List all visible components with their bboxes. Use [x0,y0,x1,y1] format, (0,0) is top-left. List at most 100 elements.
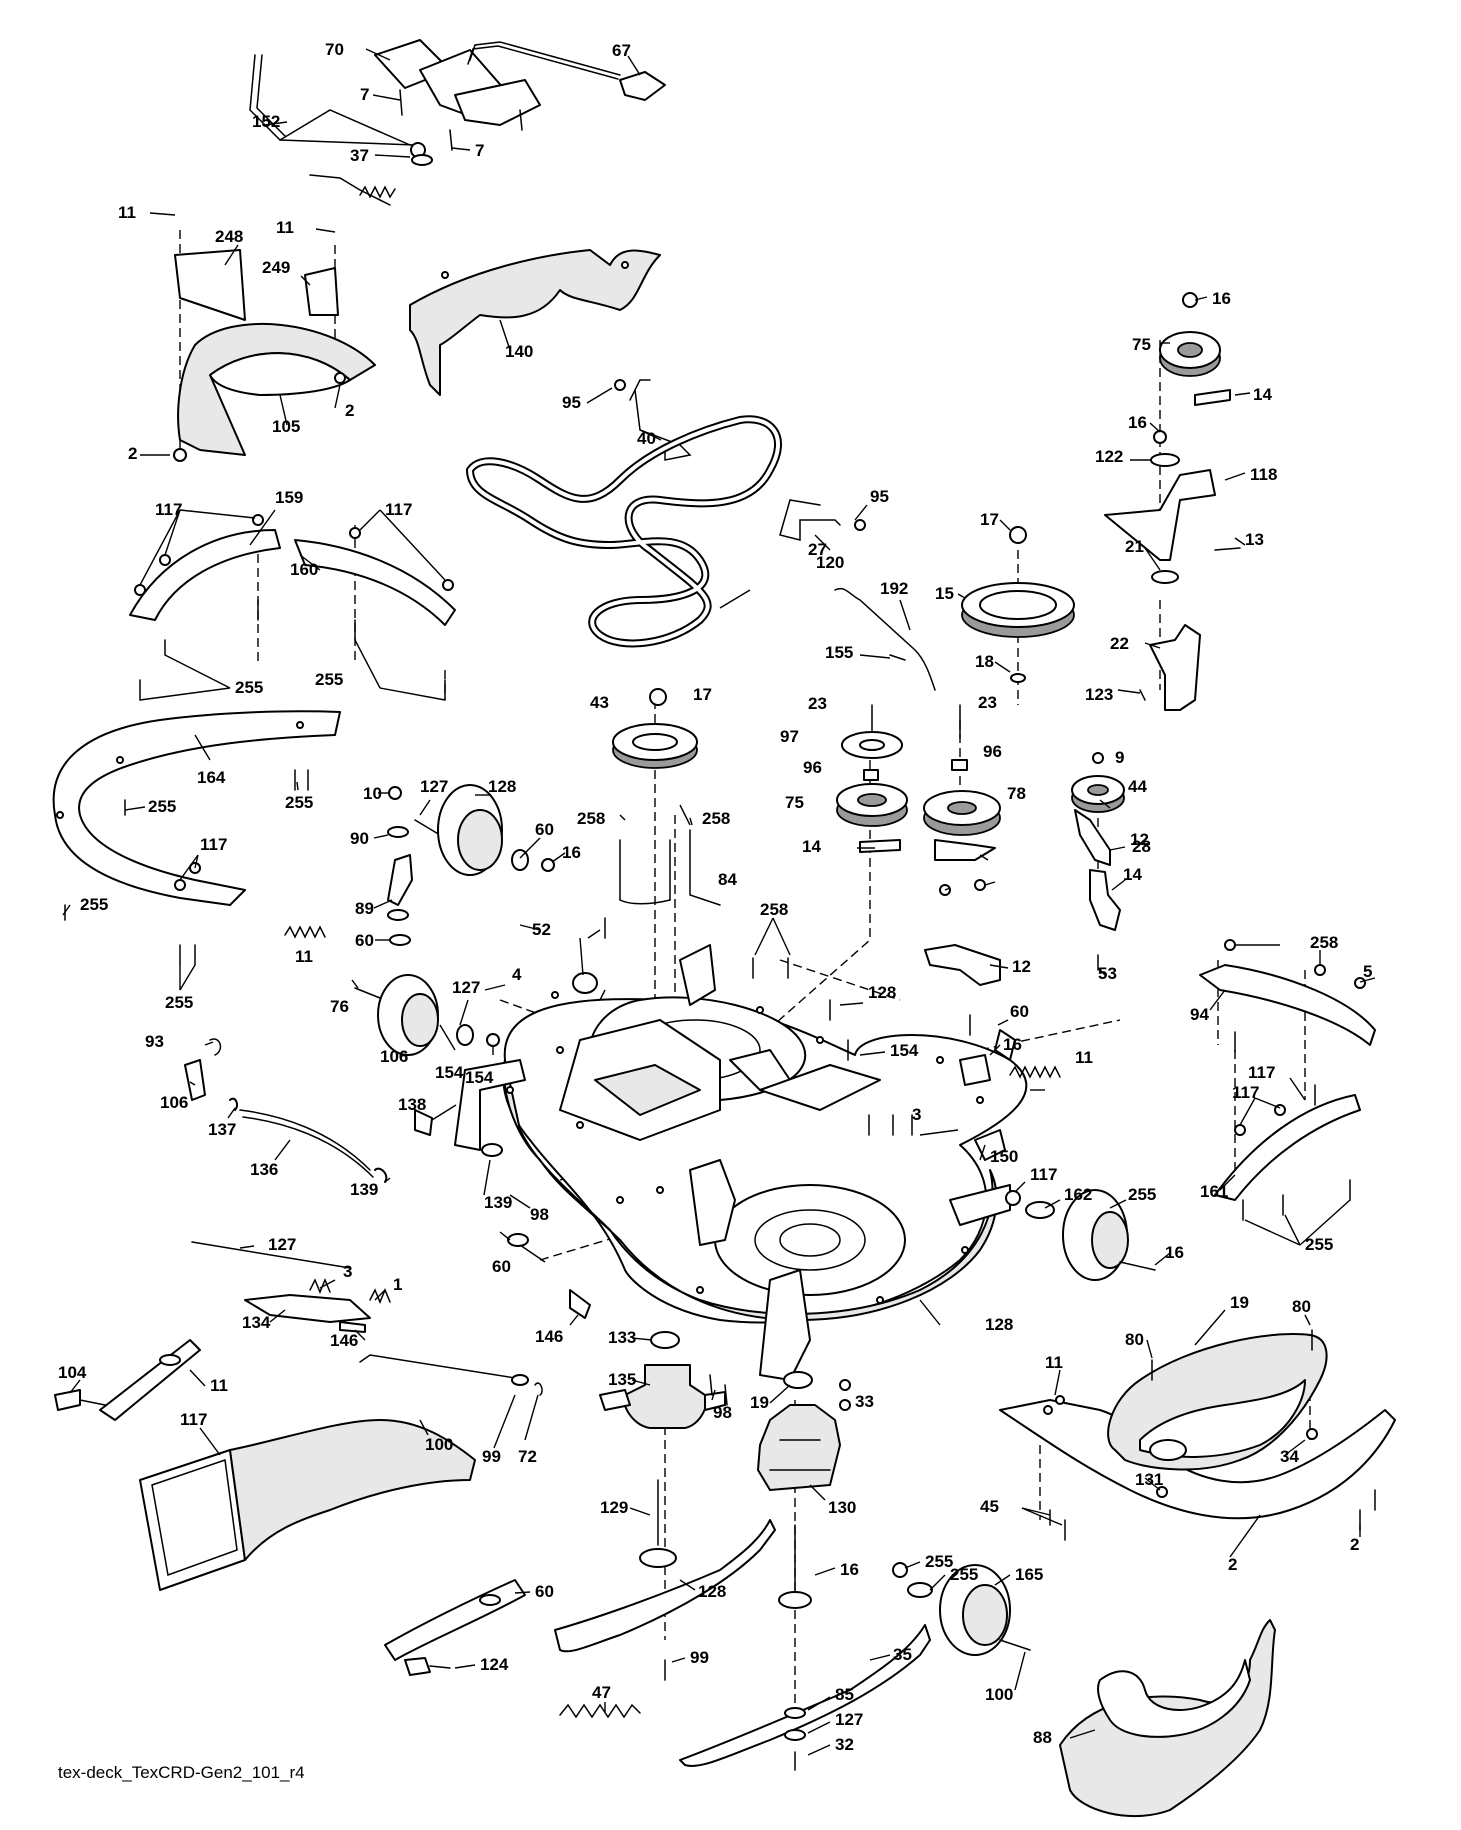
left-spindle-shield [173,249,376,462]
large-guard-164 [52,710,341,966]
callout: 72 [518,1447,537,1466]
callout: 129 [600,1498,628,1517]
callout: 128 [488,777,516,796]
callout: 258 [577,809,605,828]
callout: 85 [835,1685,854,1704]
adjust-lever-assembly [191,1241,391,1333]
callout: 17 [693,685,712,704]
callout: 7 [475,141,484,160]
callout: 70 [325,40,344,59]
callout: 11 [210,1376,228,1395]
brackets-40-120 [614,379,866,541]
callout: 80 [1292,1297,1311,1316]
callout: 94 [1190,1005,1209,1024]
callout: 16 [1128,413,1147,432]
callout: 258 [1310,933,1338,952]
callout: 23 [808,694,827,713]
callout: 60 [535,820,554,839]
callout: 95 [562,393,581,412]
callout: 11 [118,203,136,222]
gauge-wheel-bottom [892,1562,1031,1656]
callout: 76 [330,997,349,1016]
callout: 106 [380,1047,408,1066]
drawing-reference: tex-deck_TexCRD-Gen2_101_r4 [58,1763,305,1782]
callout: 27 [808,540,827,559]
belt-cover [409,249,661,396]
callout: 60 [535,1582,554,1601]
callout: 150 [990,1147,1018,1166]
callout: 3 [912,1105,921,1124]
callout-labels: 70 67 7 7 152 37 11 248 11 249 2 105 2 1… [58,40,1372,1754]
callout: 255 [235,678,263,697]
callout: 161 [1200,1182,1228,1201]
callout: 37 [350,146,369,165]
callout: 255 [925,1552,953,1571]
callout: 78 [1007,784,1026,803]
rods-99-100-right [384,1579,526,1676]
spindle-pulley-43 [612,688,698,769]
callout: 131 [1135,1470,1163,1489]
callout: 12 [1130,830,1149,849]
callout: 154 [435,1063,464,1082]
callout: 255 [80,895,108,914]
callout: 117 [200,835,227,854]
callout: 40 [637,429,656,448]
callout: 134 [242,1313,271,1332]
callout: 84 [718,870,737,889]
callout: 1 [393,1275,402,1294]
callout: 15 [935,584,954,603]
callout: 2 [345,401,354,420]
callout: 93 [145,1032,164,1051]
gauge-wheel-right-middle [1005,1189,1156,1281]
callout: 21 [1125,537,1144,556]
callout: 19 [750,1393,769,1412]
callout: 255 [1128,1185,1156,1204]
callout: 12 [1012,957,1031,976]
callout: 44 [1128,777,1147,796]
callout: 99 [482,1447,501,1466]
callout: 128 [698,1582,726,1601]
lift-linkage-assembly [249,39,666,206]
callout: 104 [58,1363,87,1382]
callout: 19 [1230,1293,1249,1312]
drive-pulley-15 [961,526,1075,683]
callout: 138 [398,1095,426,1114]
callout: 2 [1350,1535,1359,1554]
callout: 118 [1250,465,1277,484]
callout: 133 [608,1328,636,1347]
rod-192 [834,588,936,691]
callout: 34 [1280,1447,1299,1466]
callout: 11 [295,947,313,966]
callout: 13 [1245,530,1264,549]
callout: 28 [1132,837,1151,856]
callout: 98 [713,1403,732,1422]
callout: 127 [420,777,448,796]
callout: 16 [1003,1035,1022,1054]
callout: 255 [315,670,343,689]
callout: 152 [252,112,280,131]
callout: 23 [978,693,997,712]
callout: 100 [425,1435,453,1454]
callout: 124 [480,1655,509,1674]
callout: 60 [355,931,374,950]
callout: 67 [612,41,631,60]
callout: 255 [285,793,313,812]
callout: 117 [180,1410,207,1429]
callout: 192 [880,579,908,598]
drive-belt [466,415,783,648]
right-small-parts [1071,752,1125,971]
right-idler-assembly [1104,292,1241,711]
callout: 53 [1098,964,1117,983]
callout: 128 [868,983,896,1002]
callout: 75 [785,793,804,812]
callout: 117 [385,500,412,519]
callout: 127 [452,978,480,997]
callout: 162 [1064,1185,1092,1204]
mower-deck [454,944,1028,1381]
callout: 139 [350,1180,378,1199]
callout: 117 [1030,1165,1057,1184]
callout: 105 [272,417,300,436]
callout: 14 [1123,865,1142,884]
callout: 159 [275,488,303,507]
